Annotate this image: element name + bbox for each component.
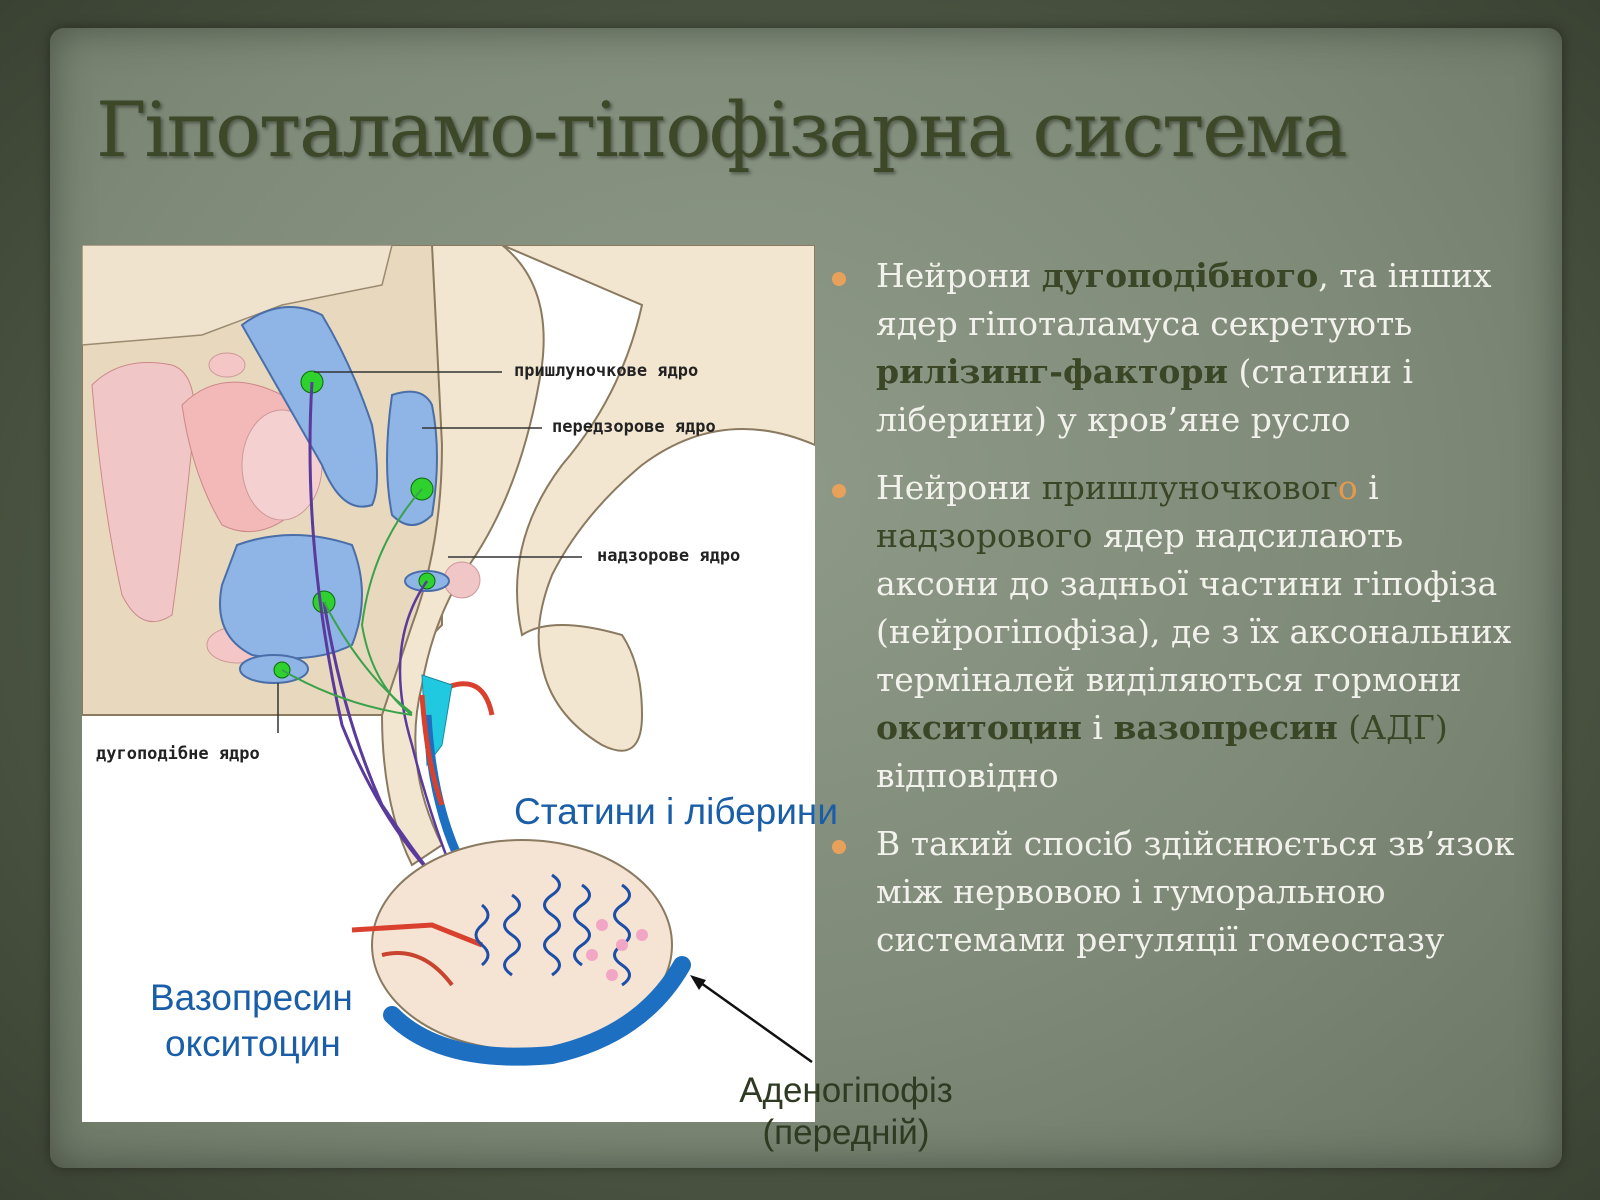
bullet-dot-icon: [832, 484, 846, 498]
bullet-list: Нейрони дугоподібного, та інших ядер гіп…: [832, 252, 1522, 984]
bullet-item: В такий спосіб здійснюється зв’язок між …: [832, 820, 1522, 964]
label-paraventricular-nucleus: пришлуночкове ядро: [514, 361, 699, 381]
bullet-dot-icon: [832, 272, 846, 286]
bullet-text: Нейрони пришлуночкового і надзорового яд…: [876, 468, 1512, 795]
label-supraoptic-nucleus: надзорове ядро: [597, 546, 741, 566]
label-adenohypophysis: Аденогіпофіз (передній): [716, 1070, 976, 1154]
bullet-dot-icon: [832, 840, 846, 854]
bullet-item: Нейрони дугоподібного, та інших ядер гіп…: [832, 252, 1522, 444]
label-preoptic-nucleus: передзорове ядро: [552, 417, 716, 437]
adenohypophysis-qualifier: (передній): [762, 1113, 930, 1152]
bullet-text: Нейрони дугоподібного, та інших ядер гіп…: [876, 256, 1492, 439]
slide-title: Гіпоталамо-гіпофізарна система: [96, 85, 1348, 174]
label-oxytocin: окситоцин: [165, 1023, 341, 1064]
adenohypophysis-name: Аденогіпофіз: [739, 1071, 953, 1110]
bullet-item: Нейрони пришлуночкового і надзорового яд…: [832, 464, 1522, 800]
bullet-text: В такий спосіб здійснюється зв’язок між …: [876, 824, 1515, 959]
label-arcuate-nucleus: дугоподібне ядро: [96, 744, 260, 764]
anatomy-illustration: [82, 245, 815, 1066]
label-statins-liberins: Статини і ліберини: [514, 791, 839, 832]
label-vasopressin: Вазопресин: [150, 977, 353, 1018]
